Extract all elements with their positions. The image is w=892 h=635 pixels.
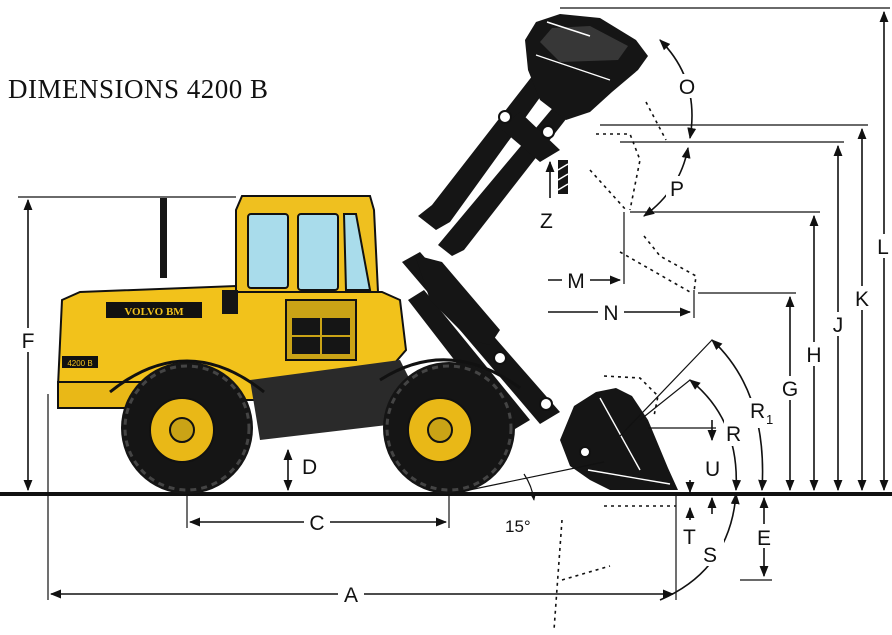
front-wheel [383,362,515,494]
label-d: D [302,456,317,479]
raised-bucket [525,14,648,120]
rear-wheel [121,362,253,494]
label-t: T [683,526,696,549]
label-e: E [757,527,771,550]
cab-window [297,213,339,291]
model-plate: 4200 B [67,359,92,368]
label-z: Z [540,210,553,233]
label-s: S [703,544,717,567]
label-l: L [877,236,889,259]
label-u: U [705,458,720,481]
label-m: M [567,270,585,293]
label-h: H [806,344,821,367]
label-n: N [603,302,618,325]
label-o: O [679,76,695,99]
label-g: G [782,378,798,401]
label-j: J [833,314,844,337]
label-f: F [22,330,35,353]
label-k: K [855,288,869,311]
angle-label: 15° [505,517,531,536]
label-p: P [670,178,684,201]
label-a: A [344,584,358,607]
page-title: DIMENSIONS 4200 B [8,74,269,104]
label-r: R [726,423,741,446]
cab-door-window [247,213,289,289]
brand-plate-bg [106,302,202,318]
label-c: C [309,512,324,535]
label-r1-sub: 1 [766,412,773,427]
wheel-loader: VOLVO BM 4200 B [56,195,521,494]
brand-plate: VOLVO BM [124,306,184,318]
label-r1: R [750,400,765,423]
